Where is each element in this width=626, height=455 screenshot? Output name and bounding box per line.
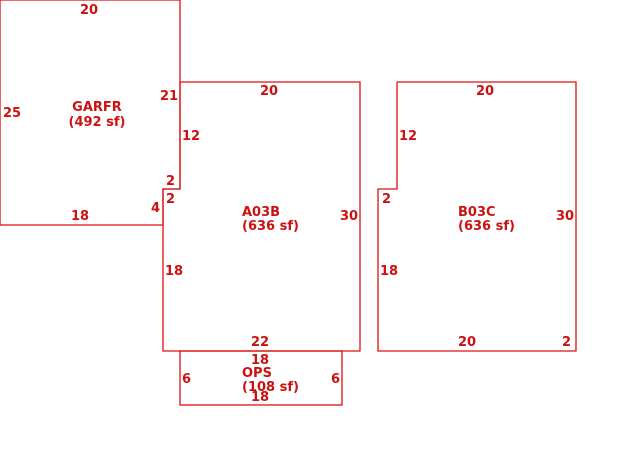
garfr-dim-notch-a: 2 <box>166 174 175 189</box>
a03b-name: A03B <box>242 205 280 220</box>
room-b03c[interactable]: 20 12 2 18 30 20 2 B03C (636 sf) <box>377 81 577 352</box>
b03c-dim-right: 30 <box>556 209 574 224</box>
ops-dim-left: 6 <box>182 372 191 387</box>
a03b-outline <box>162 81 361 352</box>
garfr-dim-right: 21 <box>160 89 178 104</box>
a03b-dim-upper-left: 12 <box>182 129 200 144</box>
b03c-name: B03C <box>458 205 496 220</box>
a03b-dim-step-a: 2 <box>166 192 175 207</box>
garfr-dim-top: 20 <box>80 3 98 18</box>
ops-outline <box>179 350 343 406</box>
b03c-dim-step: 2 <box>382 192 391 207</box>
b03c-dim-lower-left: 18 <box>380 264 398 279</box>
ops-dim-top: 18 <box>251 353 269 368</box>
a03b-dim-top: 20 <box>260 84 278 99</box>
a03b-area: (636 sf) <box>242 219 299 234</box>
b03c-outline <box>377 81 577 352</box>
garfr-area: (492 sf) <box>69 115 126 130</box>
b03c-dim-corner: 2 <box>562 335 571 350</box>
garfr-dim-left: 25 <box>3 106 21 121</box>
b03c-dim-upper-left: 12 <box>399 129 417 144</box>
garfr-dim-notch-b: 4 <box>151 201 160 216</box>
ops-area: (108 sf) <box>242 380 299 395</box>
garfr-dim-bottom: 18 <box>71 209 89 224</box>
b03c-dim-bottom: 20 <box>458 335 476 350</box>
a03b-dim-right: 30 <box>340 209 358 224</box>
a03b-dim-lower-left: 18 <box>165 264 183 279</box>
b03c-area: (636 sf) <box>458 219 515 234</box>
b03c-dim-top: 20 <box>476 84 494 99</box>
ops-dim-right: 6 <box>331 372 340 387</box>
garfr-name: GARFR <box>72 100 122 115</box>
ops-name: OPS <box>242 366 272 381</box>
room-garfr[interactable]: 20 25 21 18 2 4 GARFR (492 sf) <box>0 0 181 226</box>
room-ops[interactable]: 18 6 6 OPS (108 sf) 18 <box>179 350 343 406</box>
a03b-dim-bottom: 22 <box>251 335 269 350</box>
ops-dim-bottom: 18 <box>251 390 269 405</box>
room-a03b[interactable]: 20 12 2 18 30 22 A03B (636 sf) <box>162 81 361 352</box>
